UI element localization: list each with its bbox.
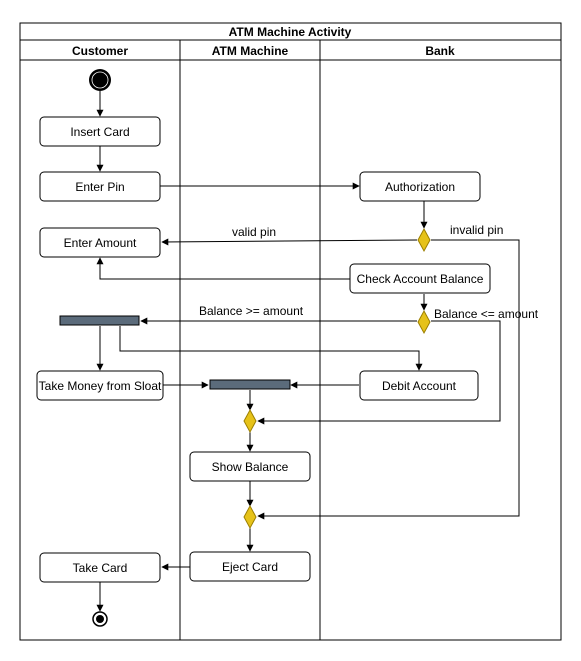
action-check-account-balance: Check Account Balance <box>349 263 491 294</box>
flow-balance-le <box>257 320 501 425</box>
flow-fork-debit <box>119 326 423 371</box>
action-show-balance: Show Balance <box>189 451 311 482</box>
lane-atm-machine: ATM Machine <box>212 44 289 58</box>
action-authorization-label: Authorization <box>385 180 455 194</box>
action-debit-account: Debit Account <box>359 370 479 401</box>
flow-invalid-pin <box>257 239 520 520</box>
merge-before-eject <box>243 504 257 530</box>
flow-check-to-amount <box>96 257 350 280</box>
action-take-money-label: Take Money from Sloat <box>39 379 162 393</box>
action-insert-card-label: Insert Card <box>70 125 129 139</box>
lane-customer: Customer <box>72 44 128 58</box>
start-node <box>89 69 111 91</box>
guard-balance-le: Balance <= amount <box>434 307 539 321</box>
action-authorization: Authorization <box>359 171 481 202</box>
action-enter-pin: Enter Pin <box>39 171 161 202</box>
end-node <box>92 611 108 627</box>
action-enter-amount-label: Enter Amount <box>64 236 137 250</box>
guard-invalid-pin: invalid pin <box>450 223 503 237</box>
merge-before-show-balance <box>243 408 257 434</box>
guard-balance-ge: Balance >= amount <box>199 304 304 318</box>
flow-valid-pin <box>161 238 418 246</box>
action-take-card: Take Card <box>39 552 161 583</box>
connectors <box>96 91 520 612</box>
diagram-frame <box>19 22 562 641</box>
decision-pin <box>417 227 431 253</box>
action-enter-amount: Enter Amount <box>39 227 161 258</box>
decision-balance <box>417 309 431 335</box>
lane-bank: Bank <box>425 44 455 58</box>
action-debit-account-label: Debit Account <box>382 379 457 393</box>
action-take-card-label: Take Card <box>73 561 128 575</box>
action-take-money: Take Money from Sloat <box>36 370 164 401</box>
join-bar <box>209 379 291 390</box>
action-show-balance-label: Show Balance <box>212 460 289 474</box>
diagram-title: ATM Machine Activity <box>229 25 352 39</box>
guard-valid-pin: valid pin <box>232 225 276 239</box>
fork-bar <box>59 315 140 326</box>
action-check-account-balance-label: Check Account Balance <box>357 272 484 286</box>
action-eject-card-label: Eject Card <box>222 560 278 574</box>
action-insert-card: Insert Card <box>39 116 161 147</box>
action-eject-card: Eject Card <box>189 551 311 582</box>
action-enter-pin-label: Enter Pin <box>75 180 124 194</box>
